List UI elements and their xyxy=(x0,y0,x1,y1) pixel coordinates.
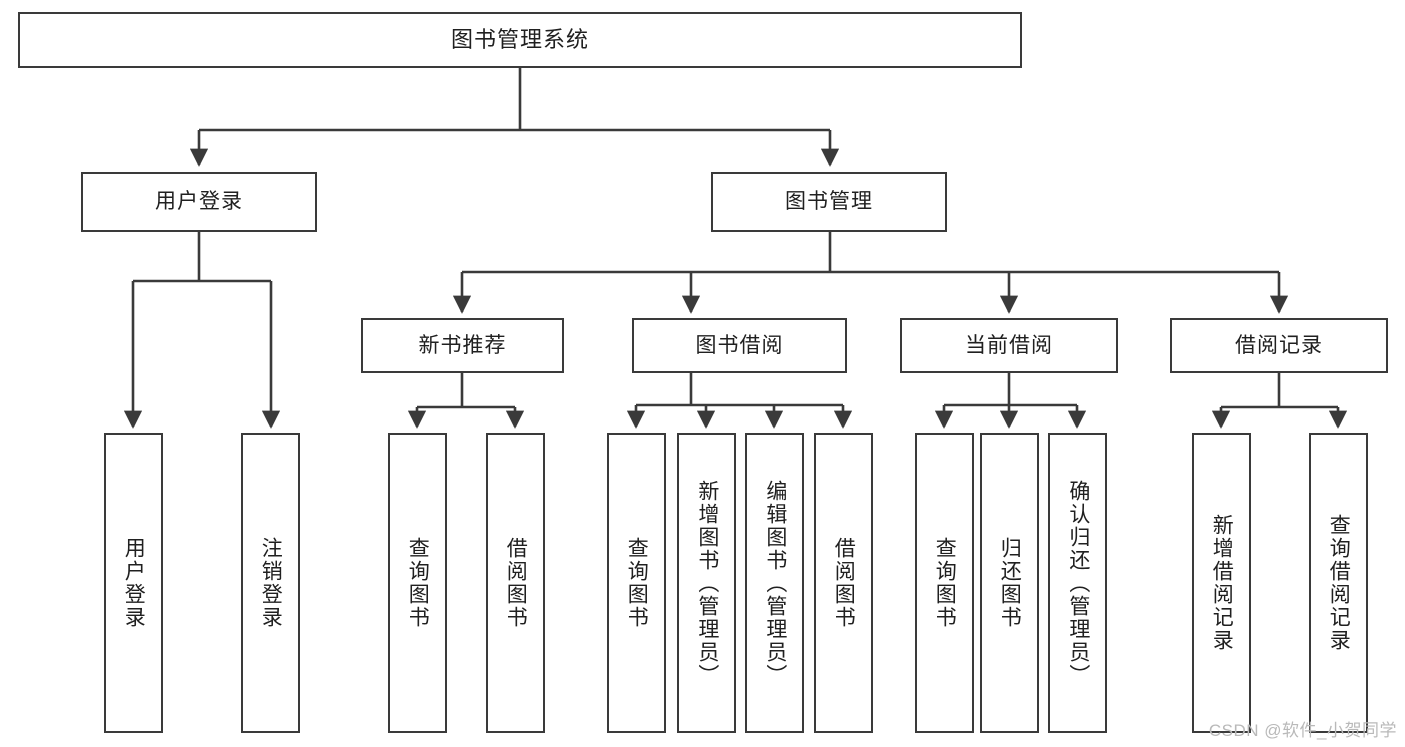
leaf-borrowrecord-query[interactable]: 查询借阅记录 xyxy=(1309,433,1368,733)
leaf-newbook-borrow-label: 借阅图书 xyxy=(504,537,528,629)
leaf-bookborrow-edit[interactable]: 编辑图书（管理员） xyxy=(745,433,804,733)
leaf-bookborrow-borrow-label: 借阅图书 xyxy=(832,537,856,629)
leaf-borrowrecord-query-label: 查询借阅记录 xyxy=(1327,514,1351,652)
leaf-bookborrow-query[interactable]: 查询图书 xyxy=(607,433,666,733)
leaf-bookborrow-add[interactable]: 新增图书（管理员） xyxy=(677,433,736,733)
leaf-bookborrow-edit-label: 编辑图书（管理员） xyxy=(763,479,787,687)
node-current-borrow-label: 当前借阅 xyxy=(965,333,1053,357)
leaf-user-login[interactable]: 用户登录 xyxy=(104,433,163,733)
leaf-borrowrecord-add-label: 新增借阅记录 xyxy=(1210,514,1234,652)
leaf-logout[interactable]: 注销登录 xyxy=(241,433,300,733)
leaf-newbook-query[interactable]: 查询图书 xyxy=(388,433,447,733)
leaf-currentborrow-return[interactable]: 归还图书 xyxy=(980,433,1039,733)
node-borrow-record[interactable]: 借阅记录 xyxy=(1170,318,1388,373)
node-new-book-recommend-label: 新书推荐 xyxy=(418,333,507,357)
node-book-borrow-label: 图书借阅 xyxy=(695,333,784,357)
leaf-bookborrow-add-label: 新增图书（管理员） xyxy=(695,479,719,687)
leaf-currentborrow-confirm-label: 确认归还（管理员） xyxy=(1066,479,1090,687)
node-book-manage[interactable]: 图书管理 xyxy=(711,172,947,232)
leaf-bookborrow-borrow[interactable]: 借阅图书 xyxy=(814,433,873,733)
watermark: CSDN @软件_小贺同学 xyxy=(1208,721,1397,740)
node-book-borrow[interactable]: 图书借阅 xyxy=(632,318,847,373)
node-borrow-record-label: 借阅记录 xyxy=(1235,333,1323,357)
leaf-currentborrow-query-label: 查询图书 xyxy=(933,537,957,629)
leaf-currentborrow-confirm[interactable]: 确认归还（管理员） xyxy=(1048,433,1107,733)
leaf-currentborrow-return-label: 归还图书 xyxy=(998,537,1022,629)
leaf-newbook-query-label: 查询图书 xyxy=(406,537,430,629)
leaf-user-login-label: 用户登录 xyxy=(122,537,146,629)
leaf-logout-label: 注销登录 xyxy=(259,537,283,629)
node-root[interactable]: 图书管理系统 xyxy=(18,12,1022,68)
node-book-manage-label: 图书管理 xyxy=(785,190,873,214)
leaf-currentborrow-query[interactable]: 查询图书 xyxy=(915,433,974,733)
node-user-login-label: 用户登录 xyxy=(155,190,243,214)
node-new-book-recommend[interactable]: 新书推荐 xyxy=(361,318,564,373)
leaf-bookborrow-query-label: 查询图书 xyxy=(625,537,649,629)
node-current-borrow[interactable]: 当前借阅 xyxy=(900,318,1118,373)
leaf-borrowrecord-add[interactable]: 新增借阅记录 xyxy=(1192,433,1251,733)
node-root-label: 图书管理系统 xyxy=(450,26,589,52)
node-user-login[interactable]: 用户登录 xyxy=(81,172,317,232)
leaf-newbook-borrow[interactable]: 借阅图书 xyxy=(486,433,545,733)
